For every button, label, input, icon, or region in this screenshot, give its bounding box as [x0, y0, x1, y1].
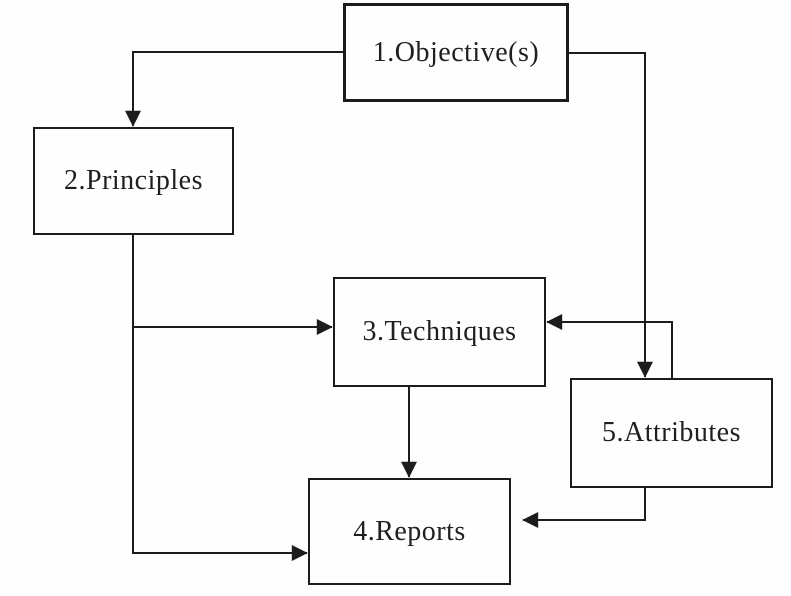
- node-techniques-label: 3.Techniques: [362, 316, 517, 347]
- node-objectives-label: 1.Objective(s): [372, 36, 540, 68]
- node-principles: 2.Principles: [33, 127, 234, 235]
- edge-principles-reports: [132, 235, 308, 561]
- node-techniques: 3.Techniques: [333, 277, 546, 387]
- node-reports: 4.Reports: [308, 478, 511, 585]
- node-reports-label: 4.Reports: [353, 515, 466, 547]
- edge-attributes-techniques: [546, 314, 673, 378]
- node-objectives: 1.Objective(s): [343, 3, 569, 102]
- edge-objectives-attributes: [568, 52, 653, 378]
- edge-attributes-reports: [522, 487, 646, 528]
- edge-objectives-principles: [125, 51, 343, 127]
- node-attributes-label: 5.Attributes: [602, 417, 741, 448]
- node-principles-label: 2.Principles: [64, 165, 203, 196]
- node-attributes: 5.Attributes: [570, 378, 773, 488]
